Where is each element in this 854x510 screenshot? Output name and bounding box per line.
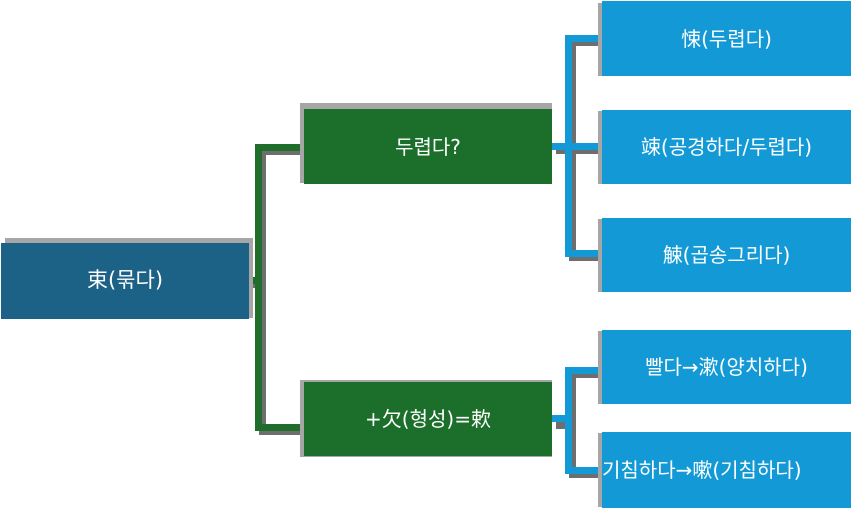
- connector-branch1-to-leaf-1: [565, 35, 604, 42]
- connector-branch2-to-leaf-2: [565, 467, 604, 474]
- node-branch-2-label: +欠(형성)=欶: [365, 407, 491, 431]
- node-leaf-5-label: 기침하다→嗽(기침하다): [602, 458, 802, 482]
- node-leaf-2-label: 竦(공경하다/두렵다): [640, 135, 813, 159]
- connector-branch1-to-leaf-3: [565, 250, 604, 257]
- connector-shadow-branch1-to-leaf-3: [569, 254, 606, 261]
- connector-shadow-branch1-to-leaf-1: [569, 39, 606, 46]
- connector-shadow-branch2-to-leaf-1: [569, 371, 606, 378]
- connector-shadow-branch1-to-leaf-2: [569, 147, 606, 154]
- connector-shadow-branch2-to-leaf-2: [569, 471, 606, 478]
- node-leaf-1-label: 悚(두렵다): [681, 26, 772, 51]
- node-leaf-5[interactable]: 기침하다→嗽(기침하다): [602, 432, 851, 508]
- connector-branch1-stem: [552, 143, 572, 150]
- connector-root-to-branch-1: [255, 144, 305, 151]
- node-branch-1[interactable]: 두렵다?: [304, 109, 552, 184]
- node-root-label: 束(묶다): [86, 268, 164, 293]
- connector-root-trunk: [255, 144, 262, 431]
- connector-branch2-trunk: [565, 367, 572, 474]
- connector-branch2-to-leaf-1: [565, 367, 604, 374]
- connector-shadow-root-trunk: [259, 148, 266, 435]
- node-leaf-1[interactable]: 悚(두렵다): [602, 1, 851, 76]
- connector-branch1-to-leaf-2: [565, 143, 604, 150]
- connector-branch2-stem: [552, 415, 572, 422]
- node-leaf-3-label: 觫(곱송그리다): [662, 243, 791, 267]
- node-leaf-3[interactable]: 觫(곱송그리다): [602, 218, 851, 292]
- connector-root-to-branch-2: [255, 424, 305, 431]
- node-leaf-2[interactable]: 竦(공경하다/두렵다): [602, 110, 851, 184]
- node-root[interactable]: 束(묶다): [1, 243, 249, 319]
- node-leaf-4-label: 빨다→漱(양치하다): [645, 355, 808, 379]
- node-leaf-4[interactable]: 빨다→漱(양치하다): [602, 330, 851, 404]
- node-branch-1-label: 두렵다?: [395, 134, 461, 159]
- connector-shadow-root-to-branch-1: [259, 148, 307, 155]
- node-branch-2[interactable]: +欠(형성)=欶: [304, 382, 552, 456]
- connector-shadow-branch2-trunk: [569, 371, 576, 478]
- connector-shadow-root-to-branch-2: [259, 428, 307, 435]
